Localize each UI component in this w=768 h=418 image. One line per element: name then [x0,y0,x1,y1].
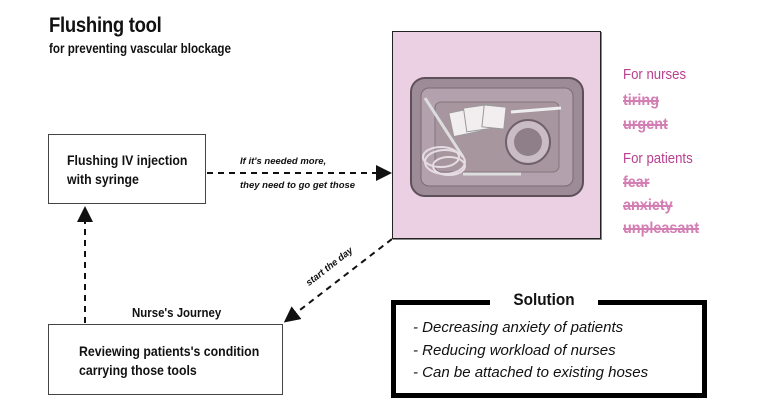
flushing-step-box: Flushing IV injection with syringe [48,134,206,204]
reviewing-step-line2: carrying those tools [79,362,197,378]
arrow-note-bottom: they need to go get those [240,180,356,191]
solution-item: - Reducing workload of nurses [413,342,616,359]
patients-item: unpleasant [623,220,700,237]
solution-title: Solution [490,290,598,310]
nurse-journey-label: Nurse's Journey [132,305,222,320]
nurses-item: urgent [623,116,668,133]
patients-item: anxiety [623,197,673,214]
arrow-note-top: If it's needed more, [240,156,327,167]
reviewing-step-line1-text: Reviewing patients's condition [79,343,260,359]
tray-photo [392,31,601,239]
nurses-heading: For nurses [623,66,687,83]
patients-heading: For patients [623,150,693,167]
solution-item: - Can be attached to existing hoses [413,364,649,381]
tray-illustration [410,77,584,197]
arrow-start-the-day [283,238,393,323]
patients-item: fear [623,174,650,191]
page-title: Flushing tool [49,14,162,37]
page-subtitle: for preventing vascular blockage [49,41,231,56]
flushing-step-line1: Flushing IV injection [67,152,188,168]
solution-item: - Decreasing anxiety of patients [413,319,624,336]
reviewing-step-box: Flushing IV injection Reviewing patients… [48,324,283,395]
nurses-item: tiring [623,92,659,109]
flushing-step-line2: with syringe [67,171,139,187]
